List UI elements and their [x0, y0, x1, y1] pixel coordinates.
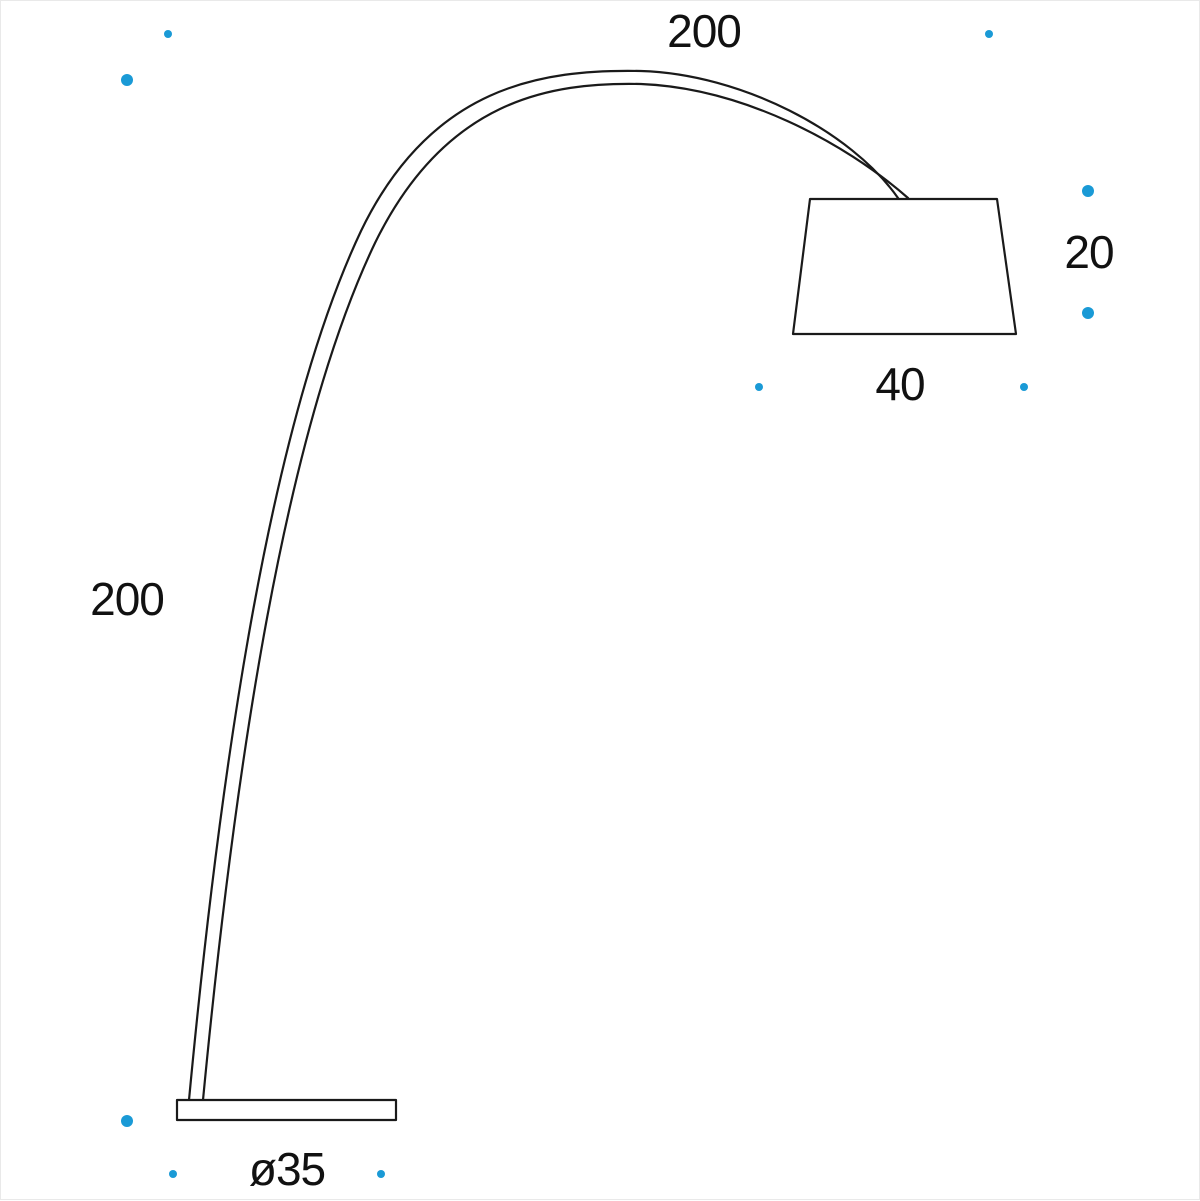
- marker-dot: [1082, 185, 1094, 197]
- base-diameter-label: ø35: [249, 1143, 325, 1195]
- marker-dot: [164, 30, 172, 38]
- marker-dot: [169, 1170, 177, 1178]
- height-label: 200: [90, 573, 164, 625]
- marker-dot: [121, 74, 133, 86]
- marker-dot: [377, 1170, 385, 1178]
- marker-dot: [755, 383, 763, 391]
- shade-width-label: 40: [875, 358, 924, 410]
- lamp-arm-inner: [201, 82, 910, 1102]
- marker-dot: [985, 30, 993, 38]
- shade-height-label: 20: [1064, 226, 1113, 278]
- marker-dot: [121, 1115, 133, 1127]
- lamp-shade: [791, 197, 1018, 336]
- lamp-arm-outer: [187, 69, 900, 1102]
- lamp-base: [175, 1098, 398, 1122]
- dimension-markers: [121, 30, 1094, 1178]
- marker-dot: [1020, 383, 1028, 391]
- marker-dot: [1082, 307, 1094, 319]
- arc-width-label: 200: [667, 5, 741, 57]
